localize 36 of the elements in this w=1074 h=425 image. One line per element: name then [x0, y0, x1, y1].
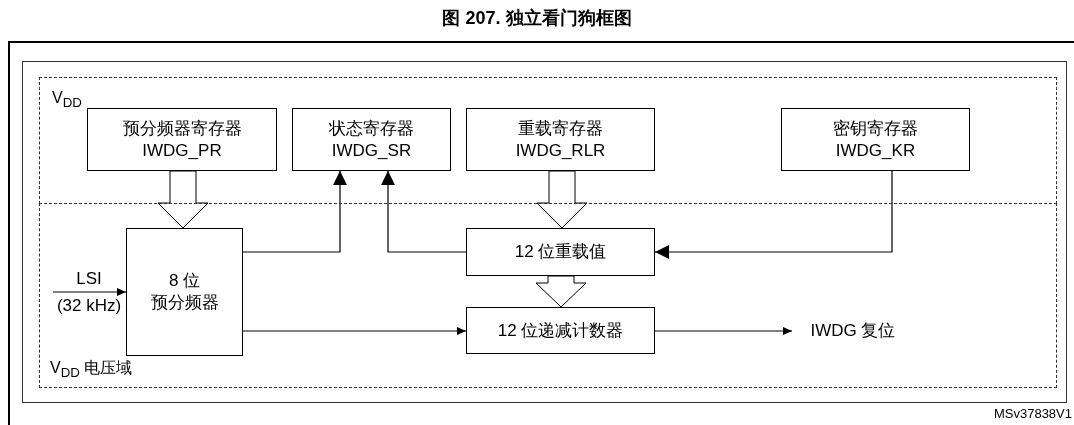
domain-label: V$_{DD}$: [52, 88, 82, 113]
register-name: 密钥寄存器: [833, 117, 918, 140]
block-arrow: [536, 170, 588, 229]
register-code: IWDG_KR: [835, 139, 916, 162]
arrow: [242, 327, 467, 335]
reload-value-box: [466, 228, 655, 276]
block-arrow: [157, 170, 209, 229]
register-box: [87, 108, 277, 171]
arrow: [381, 170, 467, 253]
box-label: 预分频器: [150, 292, 219, 314]
register-box: [466, 108, 655, 171]
domain-label: V$_{DD}$ 电压域: [50, 358, 133, 383]
arrow: [654, 170, 893, 259]
box-label: 12 位递减计数器: [497, 319, 624, 342]
box-label: 12 位重载值: [514, 241, 607, 263]
arrow: [654, 327, 793, 335]
box-label: 8 位: [168, 270, 201, 292]
register-code: IWDG_RLR: [515, 139, 606, 162]
voltage-domain-region: [39, 203, 1057, 388]
signal-label: IWDG 复位: [810, 320, 896, 342]
register-name: 状态寄存器: [329, 117, 414, 140]
figure-code: MSv37838V1: [993, 406, 1072, 422]
register-box: [781, 108, 970, 171]
signal-label: LSI (32 kHz): [55, 268, 123, 317]
figure-title: 图 207. 独立看门狗框图: [441, 7, 633, 30]
voltage-domain-region: [39, 77, 1057, 204]
register-name: 重载寄存器: [518, 117, 603, 140]
prescaler-box: [126, 228, 243, 356]
register-code: IWDG_SR: [331, 139, 412, 162]
block-arrow: [535, 275, 587, 308]
register-code: IWDG_PR: [142, 139, 222, 162]
register-box: [292, 108, 451, 171]
counter-box: [466, 307, 655, 354]
arrow: [52, 288, 127, 296]
register-name: 预分频器寄存器: [122, 117, 242, 140]
arrow: [242, 170, 347, 253]
